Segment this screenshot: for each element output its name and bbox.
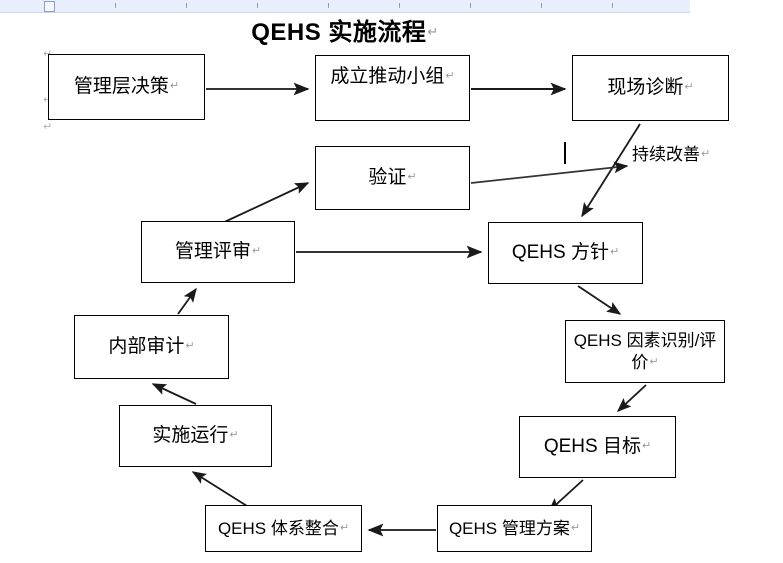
edge-review-to-verification [217,182,310,226]
annotation-continuous-improvement: 持续改善↵ [632,140,710,165]
node-internal-audit-label: 内部审计 [108,336,185,358]
ruler-indent-marker[interactable] [44,1,55,12]
ruler-tick [328,3,329,8]
word-ruler[interactable] [0,0,690,13]
ruler-tick [186,3,187,8]
node-mgmt-decision-label: 管理层决策 [73,76,169,98]
paragraph-mark-icon: ↵ [570,521,581,534]
paragraph-mark-icon: ↵ [649,355,659,368]
paragraph-mark-icon: ↵ [169,80,180,93]
paragraph-mark-icon: ↵ [185,340,195,353]
paragraph-mark-icon: ↵ [43,121,53,133]
edge-audit-to-review [177,287,197,315]
paragraph-mark-icon: ↵ [445,70,455,82]
node-qehs-objectives[interactable]: QEHS 目标↵ [519,416,676,478]
ruler-tick [399,3,400,8]
node-mgmt-program[interactable]: QEHS 管理方案↵ [437,505,592,552]
ruler-tick [257,3,258,8]
node-verification[interactable]: 验证↵ [315,146,470,210]
paragraph-mark-icon: ↵ [339,521,350,534]
node-setup-team-label: 成立推动小组 [330,66,445,87]
edge-policy-to-factors [577,285,622,315]
node-verification-label: 验证 [368,167,407,189]
ruler-tick [541,3,542,8]
paragraph-mark-icon: ↵ [701,148,711,160]
edge-diagnosis-to-policy [581,123,641,218]
node-system-integration-label: QEHS 体系整合 [217,518,339,538]
node-mgmt-decision[interactable]: 管理层决策↵ [48,54,205,120]
node-mgmt-review[interactable]: 管理评审↵ [141,221,295,283]
ruler-tick [612,3,613,8]
paragraph-mark-icon: ↵ [43,93,52,106]
annotation-continuous-improvement-label: 持续改善 [632,145,700,164]
paragraph-mark-icon: ↵ [251,245,262,258]
node-mgmt-program-label: QEHS 管理方案 [448,518,570,538]
paragraph-mark-icon: ↵ [684,81,694,94]
edge-factors-to-objectives [616,384,647,412]
node-site-diagnosis-label: 现场诊断 [607,77,684,99]
node-setup-team[interactable]: 成立推动小组↵ [315,55,470,121]
node-qehs-policy[interactable]: QEHS 方针↵ [488,222,643,284]
vertical-tick-mark [564,142,566,164]
paragraph-mark-icon: ↵ [407,171,417,184]
edge-integration-to-implementation [191,471,248,507]
ruler-tick [115,3,116,8]
node-site-diagnosis[interactable]: 现场诊断↵ [572,55,729,121]
paragraph-mark-icon: ↵ [427,24,439,39]
node-factor-identification-label: QEHS 因素识别/评价 [573,331,717,372]
node-implementation-label: 实施运行 [152,425,229,447]
paragraph-mark-icon: ↵ [43,47,52,60]
node-mgmt-review-label: 管理评审 [174,241,251,263]
paragraph-mark-icon: ↵ [641,440,652,453]
page-title: QEHS 实施流程↵ [0,12,690,47]
node-implementation[interactable]: 实施运行↵ [119,405,272,467]
node-system-integration[interactable]: QEHS 体系整合↵ [205,505,362,552]
paragraph-mark-icon: ↵ [229,429,239,442]
edge-verification-to-improvement [470,161,629,184]
node-qehs-policy-label: QEHS 方针 [511,242,609,264]
ruler-tick [470,3,471,8]
node-internal-audit[interactable]: 内部审计↵ [74,315,229,379]
page-title-text: QEHS 实施流程 [251,19,427,46]
node-factor-identification[interactable]: QEHS 因素识别/评价↵ [565,320,725,383]
paragraph-mark-icon: ↵ [609,246,620,259]
edge-implementation-to-audit [151,383,197,405]
node-qehs-objectives-label: QEHS 目标 [543,436,641,458]
